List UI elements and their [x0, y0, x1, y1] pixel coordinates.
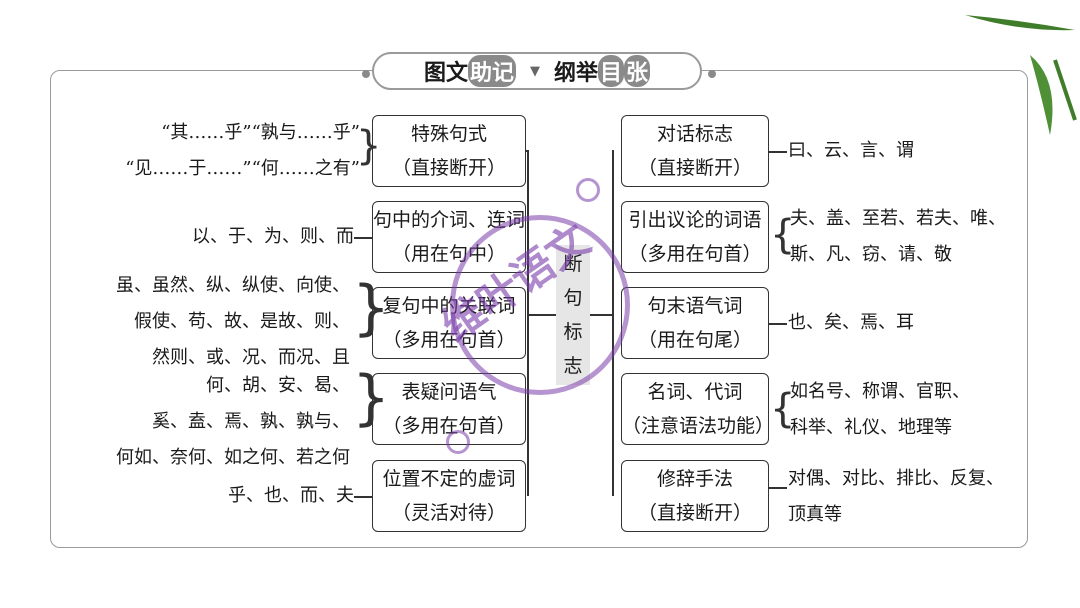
title-part2-highlight-2: 张 — [624, 55, 651, 87]
triangle-icon: ▼ — [529, 63, 540, 79]
left-text-2: 以、于、为、则、而 — [192, 219, 354, 255]
text-line: 夫、盖、至若、若夫、唯、 — [790, 208, 1006, 229]
brace-icon: } — [352, 363, 391, 433]
right-text-4: 如名号、称谓、官职、 科举、礼仪、地理等 — [790, 374, 970, 446]
left-text-1: “其……乎”“孰与……乎” “见……于……”“何……之有” — [125, 115, 360, 187]
right-text-5: 对偶、对比、排比、反复、 顶真等 — [788, 461, 1004, 533]
box-title: 修辞手法 — [656, 468, 733, 490]
box-title: 名词、代词 — [647, 381, 743, 403]
title-part1: 图文 — [423, 61, 468, 86]
box-subtitle: （多用在句首） — [382, 415, 516, 437]
text-line: 何、胡、安、曷、 — [206, 375, 350, 396]
left-box-flexible: 位置不定的虚词 （灵活对待） — [372, 460, 526, 532]
tick — [526, 150, 528, 152]
box-title: 句末语气词 — [647, 295, 743, 317]
box-subtitle: （直接断开） — [391, 157, 506, 179]
right-text-1: 曰、云、言、谓 — [788, 133, 914, 169]
right-text-2: 夫、盖、至若、若夫、唯、 斯、凡、窃、请、敬 — [790, 201, 1006, 273]
text-line: 顶真等 — [788, 504, 842, 525]
right-connector-5 — [769, 487, 787, 489]
left-connector-2 — [354, 237, 372, 239]
box-subtitle: （直接断开） — [637, 157, 752, 179]
right-box-argument: 引出议论的词语 （多用在句首） — [621, 201, 769, 273]
text-line: 斯、凡、窃、请、敬 — [790, 244, 952, 265]
text-line: “其……乎”“孰与……乎” — [161, 122, 360, 143]
text-line: 对偶、对比、排比、反复、 — [788, 468, 1004, 489]
brace-icon: { — [770, 212, 796, 258]
header-dot-left — [362, 70, 370, 78]
left-box-special-sentence: 特殊句式 （直接断开） — [372, 115, 526, 187]
box-title: 句中的介词、连词 — [373, 209, 526, 231]
left-text-5: 乎、也、而、夫 — [228, 478, 354, 514]
header-dot-right — [708, 70, 716, 78]
box-subtitle: （用在句尾） — [637, 329, 752, 351]
text-line: 科举、礼仪、地理等 — [790, 417, 952, 438]
brace-icon: { — [770, 386, 796, 432]
stamp-dot — [576, 178, 600, 202]
right-connector-3 — [769, 323, 787, 325]
box-subtitle: （注意语法功能） — [622, 415, 775, 437]
right-box-dialogue: 对话标志 （直接断开） — [621, 115, 769, 187]
left-text-4: 何、胡、安、曷、 奚、盍、焉、孰、孰与、 何如、奈何、如之何、若之何 — [116, 368, 350, 476]
right-connector-1 — [769, 151, 787, 153]
stamp-dot — [446, 430, 470, 454]
title-part1-highlight: 助记 — [467, 55, 516, 87]
box-title: 引出议论的词语 — [628, 209, 762, 231]
brace-icon: } — [352, 273, 391, 343]
box-title: 表疑问语气 — [401, 381, 497, 403]
diagram-title: 图文 助记 ▼ 纲举 目 张 — [372, 52, 702, 90]
title-part2-highlight-1: 目 — [598, 55, 625, 87]
text-line: 假使、苟、故、是故、则、 — [134, 311, 350, 332]
brace-icon: } — [356, 123, 382, 169]
right-box-noun-pronoun: 名词、代词 （注意语法功能） — [621, 373, 775, 445]
right-box-final-particle: 句末语气词 （用在句尾） — [621, 287, 769, 359]
text-line: 以、于、为、则、而 — [192, 226, 354, 247]
text-line: 乎、也、而、夫 — [228, 485, 354, 506]
text-line: 何如、奈何、如之何、若之何 — [116, 447, 350, 468]
box-subtitle: （多用在句首） — [628, 243, 762, 265]
right-text-3: 也、矣、焉、耳 — [788, 305, 914, 341]
text-line: 曰、云、言、谓 — [788, 140, 914, 161]
text-line: 然则、或、况、而况、且 — [152, 347, 350, 368]
left-text-3: 虽、虽然、纵、纵使、向使、 假使、苟、故、是故、则、 然则、或、况、而况、且 — [116, 268, 350, 376]
box-subtitle: （直接断开） — [637, 502, 752, 524]
box-title: 位置不定的虚词 — [382, 468, 516, 490]
box-title: 对话标志 — [656, 123, 733, 145]
text-line: 如名号、称谓、官职、 — [790, 381, 970, 402]
box-title: 特殊句式 — [410, 123, 487, 145]
text-line: 虽、虽然、纵、纵使、向使、 — [116, 275, 350, 296]
text-line: “见……于……”“何……之有” — [125, 158, 360, 179]
left-connector-5 — [354, 496, 372, 498]
bamboo-leaf-decoration — [965, 15, 1077, 135]
watermark-stamp — [450, 215, 630, 395]
text-line: 奚、盍、焉、孰、孰与、 — [152, 411, 350, 432]
right-box-rhetoric: 修辞手法 （直接断开） — [621, 460, 769, 532]
box-subtitle: （灵活对待） — [391, 502, 506, 524]
text-line: 也、矣、焉、耳 — [788, 312, 914, 333]
title-part2: 纲举 — [553, 61, 598, 86]
